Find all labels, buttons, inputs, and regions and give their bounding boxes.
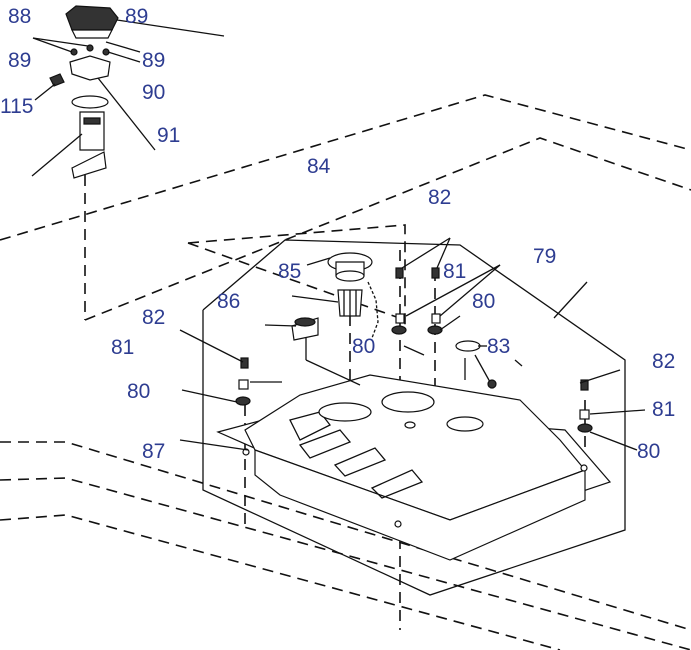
callout-85: 85: [278, 260, 301, 283]
callout-labels: 88 89 89 89 90 115 91 84 82 79 85 81 86 …: [0, 5, 675, 463]
fuel-tank: [216, 374, 612, 561]
callout-115: 115: [0, 95, 33, 118]
callout-83: 83: [487, 335, 510, 358]
callout-87: 87: [142, 440, 165, 463]
callout-89-top: 89: [125, 5, 148, 28]
callout-80-middle: 80: [352, 335, 375, 358]
callout-79: 79: [533, 245, 556, 268]
callout-81-top: 81: [443, 260, 466, 283]
callout-89-left: 89: [8, 49, 31, 72]
callout-91: 91: [157, 124, 180, 147]
mounting-hardware: [235, 267, 593, 433]
callout-89-right: 89: [142, 49, 165, 72]
callout-81-right: 81: [652, 398, 675, 421]
callout-80-top: 80: [472, 290, 495, 313]
filler-cap-assembly: [327, 252, 379, 339]
callout-84: 84: [307, 155, 331, 178]
callout-82-left: 82: [142, 306, 165, 329]
dashed-boundary-lines: [0, 94, 691, 650]
callout-82-top: 82: [428, 186, 451, 209]
callout-86: 86: [217, 290, 240, 313]
callout-80-right: 80: [637, 440, 660, 463]
callout-80-left: 80: [127, 380, 150, 403]
callout-88: 88: [8, 5, 31, 28]
callout-90: 90: [142, 81, 165, 104]
fuel-pump-assembly: [49, 5, 119, 179]
leader-lines: [31, 19, 646, 451]
callout-81-left: 81: [111, 336, 134, 359]
fuel-sender-86: [291, 317, 319, 341]
callout-82-right: 82: [652, 350, 675, 373]
